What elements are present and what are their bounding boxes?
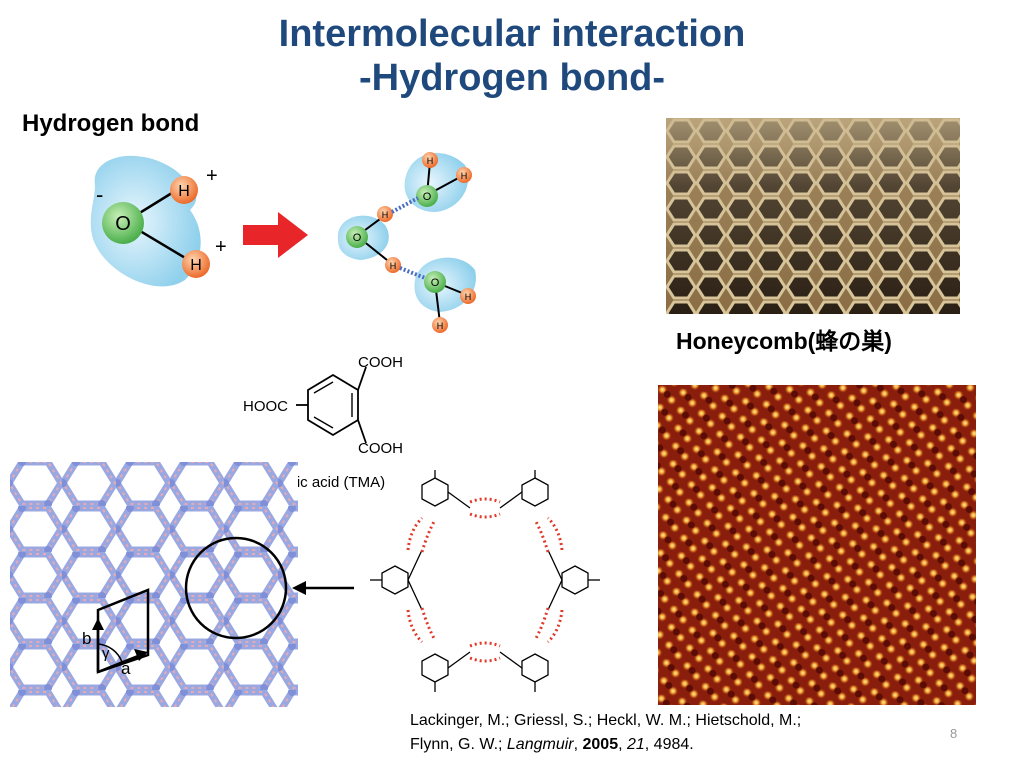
cluster-oxygen-2: O bbox=[353, 232, 362, 244]
oxygen-label: O bbox=[115, 213, 131, 235]
citation-volume: 21 bbox=[626, 736, 645, 753]
water-cluster: O H H O H H O H H bbox=[337, 152, 476, 333]
citation-line-2: Flynn, G. W.; Langmuir, 2005, 21, 4984. bbox=[410, 733, 801, 757]
citation-pages: , 4984. bbox=[644, 736, 694, 753]
positive-charge-1: + bbox=[206, 165, 218, 187]
honeycomb-photo bbox=[666, 118, 960, 314]
citation-year: 2005 bbox=[582, 736, 619, 753]
title-line-1: Intermolecular interaction bbox=[278, 13, 746, 55]
hydrogen-label-2: H bbox=[190, 257, 202, 274]
citation: Lackinger, M.; Griessl, S.; Heckl, W. M.… bbox=[410, 709, 801, 757]
page-number: 8 bbox=[950, 726, 958, 741]
lattice-label-gamma: γ bbox=[102, 645, 110, 662]
cluster-hydrogen-2b: H bbox=[390, 261, 397, 271]
oxygen-atom bbox=[102, 202, 144, 244]
citation-line-1: Lackinger, M.; Griessl, S.; Heckl, W. M.… bbox=[410, 712, 802, 729]
section-label: Hydrogen bond bbox=[22, 110, 200, 137]
tma-hbond-ring bbox=[370, 470, 600, 692]
cluster-hydrogen-3b: H bbox=[437, 321, 444, 331]
stm-image bbox=[658, 385, 976, 705]
cluster-hydrogen-3a: H bbox=[465, 292, 472, 302]
cooh-top-label: COOH bbox=[358, 354, 403, 371]
hooc-left-label: HOOC bbox=[243, 398, 288, 415]
citation-sep-1: , bbox=[573, 736, 583, 753]
hydrogen-label-1: H bbox=[178, 183, 190, 200]
lattice-label-a: a bbox=[121, 659, 131, 678]
positive-charge-2: + bbox=[215, 236, 227, 258]
slide-title: Intermolecular interaction -Hydrogen bon… bbox=[0, 12, 1024, 100]
cluster-oxygen-1: O bbox=[423, 191, 432, 203]
citation-authors-2: Flynn, G. W.; bbox=[410, 736, 507, 753]
hbond-dimers bbox=[406, 497, 564, 663]
citation-journal: Langmuir bbox=[506, 736, 574, 753]
honeycomb-caption: Honeycomb(蜂の巣) bbox=[676, 328, 892, 354]
title-line-2: -Hydrogen bond- bbox=[358, 57, 666, 99]
hydrogen-atom-1 bbox=[170, 176, 198, 204]
hydrogen-bond-1 bbox=[391, 196, 419, 214]
left-arrow-icon bbox=[292, 581, 354, 595]
cooh-bottom-label: COOH bbox=[358, 440, 403, 457]
cluster-oxygen-3: O bbox=[431, 277, 440, 289]
citation-sep-2: , bbox=[618, 736, 627, 753]
red-arrow-icon bbox=[243, 212, 308, 258]
cluster-hydrogen-2a: H bbox=[382, 210, 389, 220]
lattice-label-b: b bbox=[82, 629, 91, 648]
water-molecule: O H H + + - bbox=[90, 155, 227, 287]
negative-charge: - bbox=[96, 182, 103, 207]
cluster-hydrogen-1a: H bbox=[427, 156, 434, 166]
tma-lattice-model: b a γ bbox=[10, 462, 298, 707]
cluster-hydrogen-1b: H bbox=[461, 171, 468, 181]
hydrogen-bond-2 bbox=[399, 266, 426, 280]
water-hbond-diagram: O H H + + - O H H O H H O bbox=[90, 152, 476, 333]
vector-a bbox=[97, 654, 139, 674]
hydrogen-atom-2 bbox=[182, 250, 210, 278]
highlight-circle bbox=[184, 536, 288, 640]
